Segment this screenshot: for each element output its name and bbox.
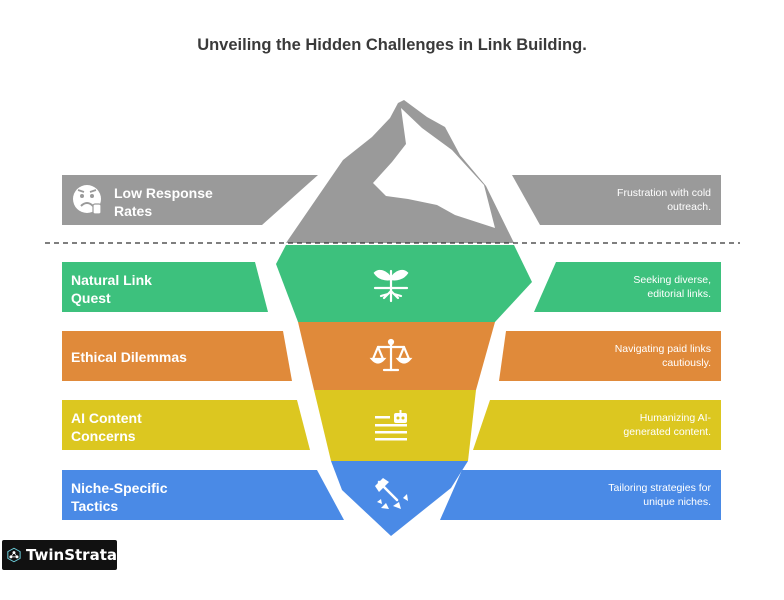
layer-desc-line: Humanizing AI- <box>639 412 711 424</box>
layer-label-line: AI Content <box>71 410 142 426</box>
layer-label-line: Ethical Dilemmas <box>71 349 187 365</box>
sprout-icon <box>373 269 409 303</box>
layer-label-line: Rates <box>114 203 153 219</box>
band-ai-content-right <box>473 400 721 450</box>
iceberg-green-section <box>276 245 532 322</box>
layer-desc-line: unique niches. <box>643 496 711 508</box>
layer-desc-line: Frustration with cold <box>617 187 711 199</box>
iceberg-snowcap <box>373 108 495 228</box>
layer-desc-line: editorial links. <box>647 288 711 300</box>
layer-desc-line: Seeking diverse, <box>633 274 711 286</box>
layer-desc-low-response: Frustration with cold outreach. <box>591 186 711 214</box>
layer-label-low-response: Low Response Rates <box>114 184 213 220</box>
logo-text: TwinStrata <box>25 546 117 564</box>
layer-desc-ai-content: Humanizing AI- generated content. <box>591 411 711 439</box>
band-niche-right <box>440 470 721 520</box>
axe-rocks-icon <box>375 478 408 509</box>
robot-text-icon <box>375 410 407 441</box>
layer-desc-ethical: Navigating paid links cautiously. <box>591 342 711 370</box>
iceberg-orange-section <box>298 322 495 390</box>
twinstrata-logo: TwinStrata <box>2 540 117 570</box>
band-ethical <box>62 331 292 381</box>
band-ethical-right <box>499 331 721 381</box>
band-niche <box>62 470 344 520</box>
layer-desc-line: Tailoring strategies for <box>608 482 711 494</box>
layer-desc-niche: Tailoring strategies for unique niches. <box>591 481 711 509</box>
layer-label-line: Quest <box>71 290 111 306</box>
layer-label-ethical: Ethical Dilemmas <box>71 348 187 366</box>
layer-desc-line: generated content. <box>623 426 711 438</box>
band-low-response <box>62 175 318 225</box>
band-low-response-right <box>512 175 721 225</box>
band-natural-link <box>62 262 268 312</box>
balance-scale-icon <box>369 338 413 372</box>
layer-label-line: Tactics <box>71 498 119 514</box>
layer-label-line: Concerns <box>71 428 136 444</box>
iceberg-blue-section <box>331 461 468 536</box>
layer-label-natural-link: Natural Link Quest <box>71 271 152 307</box>
layer-desc-line: Navigating paid links <box>614 343 711 355</box>
layer-desc-line: cautiously. <box>662 357 711 369</box>
layer-label-ai-content: AI Content Concerns <box>71 409 142 445</box>
band-natural-link-right <box>534 262 721 312</box>
layer-desc-natural-link: Seeking diverse, editorial links. <box>591 273 711 301</box>
frustrated-face-icon <box>73 185 102 215</box>
diagram-title: Unveiling the Hidden Challenges in Link … <box>197 36 587 54</box>
layer-label-line: Low Response <box>114 185 213 201</box>
band-ai-content <box>62 400 310 450</box>
layer-label-niche: Niche-Specific Tactics <box>71 479 167 515</box>
layer-label-line: Natural Link <box>71 272 152 288</box>
network-logo-icon <box>7 547 21 563</box>
layer-label-line: Niche-Specific <box>71 480 168 496</box>
layer-desc-line: outreach. <box>667 201 711 213</box>
